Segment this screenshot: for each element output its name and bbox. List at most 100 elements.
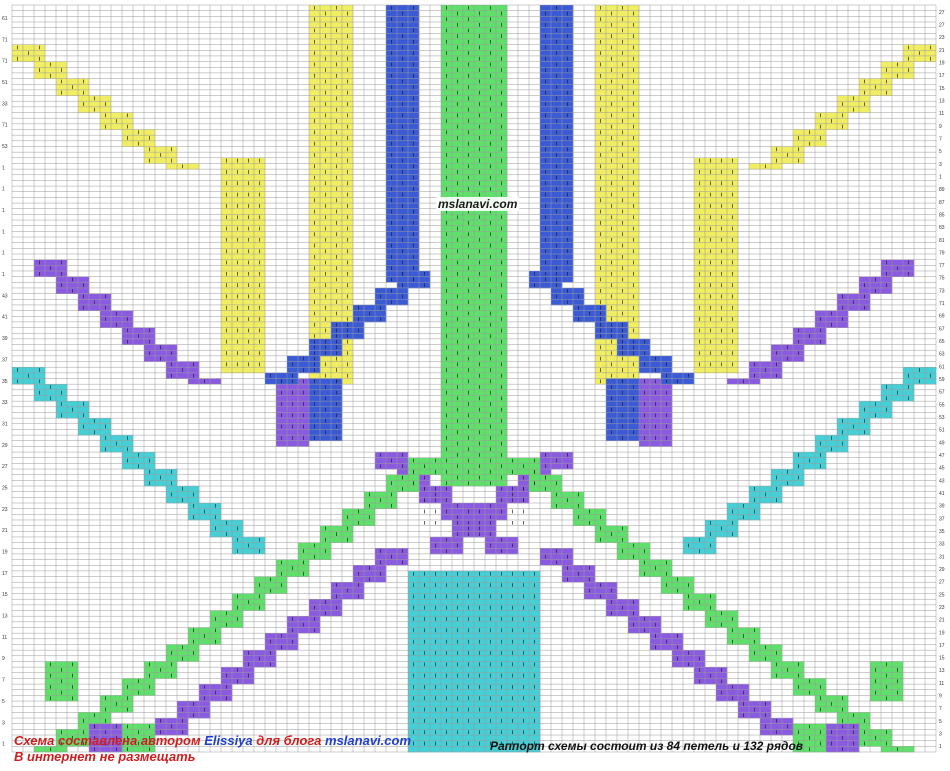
chart-cell-purple	[650, 616, 662, 623]
chart-cell-green	[441, 101, 453, 108]
chart-cell-yellow	[221, 220, 233, 227]
chart-cell-purple	[309, 610, 321, 617]
chart-cell-cyan	[408, 723, 420, 730]
chart-cell-purple	[892, 259, 904, 266]
chart-cell-cyan	[485, 633, 497, 640]
chart-cell-cyan	[408, 587, 420, 594]
chart-cell-yellow	[595, 225, 607, 232]
chart-cell-cyan	[474, 599, 486, 606]
chart-cell-yellow	[23, 55, 35, 62]
chart-cell-cyan	[111, 435, 123, 442]
chart-cell-green	[452, 27, 464, 34]
chart-cell-purple	[56, 265, 68, 272]
chart-cell-purple	[298, 395, 310, 402]
chart-cell-green	[485, 33, 497, 40]
chart-cell-yellow	[628, 355, 640, 362]
chart-cell-yellow	[595, 350, 607, 357]
chart-cell-purple	[276, 395, 288, 402]
chart-cell-cyan	[518, 587, 530, 594]
chart-cell-blue	[364, 316, 376, 323]
chart-cell-yellow	[56, 84, 68, 91]
chart-cell-yellow	[727, 163, 739, 170]
chart-cell-green	[463, 270, 475, 277]
chart-cell-green	[507, 463, 519, 470]
chart-cell-yellow	[705, 254, 717, 260]
chart-cell-blue	[408, 123, 420, 130]
chart-cell-yellow	[606, 276, 618, 283]
chart-cell-yellow	[595, 282, 607, 289]
chart-cell-yellow	[232, 299, 244, 306]
chart-cell-blue	[562, 84, 574, 91]
chart-cell-purple	[276, 429, 288, 436]
chart-cell-blue	[540, 282, 552, 289]
chart-cell-cyan	[518, 644, 530, 651]
chart-cell-yellow	[705, 344, 717, 351]
chart-cell-yellow	[727, 208, 739, 215]
chart-cell-green	[573, 519, 585, 526]
chart-cell-green	[441, 316, 453, 323]
chart-cell-yellow	[606, 50, 618, 57]
chart-cell-green	[496, 401, 508, 408]
chart-cell-purple	[661, 440, 673, 447]
chart-cell-blue	[397, 220, 409, 227]
chart-cell-blue	[309, 429, 321, 436]
chart-cell-blue	[397, 208, 409, 215]
chart-cell-yellow	[221, 163, 233, 170]
chart-cell-cyan	[419, 746, 431, 753]
chart-cell-blue	[617, 429, 629, 436]
chart-cell-blue	[562, 5, 574, 11]
chart-cell-green	[529, 463, 541, 470]
chart-cell-cyan	[892, 395, 904, 402]
chart-cell-green	[452, 480, 464, 487]
chart-cell-yellow	[694, 299, 706, 306]
chart-cell-cyan	[485, 576, 497, 583]
chart-cell-yellow	[309, 157, 321, 164]
chart-cell-blue	[661, 355, 673, 362]
chart-cell-cyan	[782, 474, 794, 481]
chart-cell-blue	[562, 16, 574, 23]
chart-cell-cyan	[463, 712, 475, 719]
chart-cell-cyan	[122, 440, 134, 447]
chart-cell-cyan	[870, 406, 882, 413]
chart-cell-cyan	[199, 514, 211, 521]
chart-cell-purple	[287, 633, 299, 640]
chart-cell-green	[419, 469, 431, 476]
chart-cell-yellow	[859, 84, 871, 91]
chart-cell-cyan	[485, 701, 497, 708]
chart-cell-yellow	[331, 146, 343, 153]
chart-cell-yellow	[606, 242, 618, 249]
chart-cell-cyan	[705, 536, 717, 543]
chart-cell-cyan	[199, 503, 211, 509]
chart-cell-blue	[606, 378, 618, 385]
chart-cell-cyan	[529, 689, 541, 696]
chart-cell-yellow	[870, 89, 882, 96]
chart-cell-blue	[408, 78, 420, 85]
chart-cell-green	[441, 214, 453, 221]
chart-cell-purple	[661, 395, 673, 402]
chart-cell-green	[67, 689, 79, 696]
chart-cell-purple	[540, 559, 552, 566]
chart-cell-green	[452, 106, 464, 113]
chart-cell-yellow	[331, 33, 343, 40]
chart-cell-green	[122, 740, 134, 747]
chart-cell-purple	[837, 310, 849, 317]
chart-cell-yellow	[617, 372, 629, 379]
chart-cell-green	[474, 276, 486, 283]
chart-cell-purple	[177, 712, 189, 719]
chart-cell-yellow	[243, 265, 255, 272]
chart-cell-yellow	[716, 310, 728, 317]
chart-cell-yellow	[133, 135, 145, 142]
chart-cell-blue	[386, 123, 398, 130]
chart-cell-blue	[551, 112, 563, 119]
chart-cell-green	[496, 152, 508, 159]
chart-cell-green	[683, 576, 695, 583]
chart-cell-green	[496, 276, 508, 283]
chart-cell-purple	[650, 627, 662, 634]
chart-cell-blue	[529, 276, 541, 283]
chart-cell-green	[474, 186, 486, 193]
chart-cell-purple	[111, 316, 123, 323]
chart-cell-blue	[397, 231, 409, 238]
chart-cell-green	[287, 559, 299, 566]
chart-cell-yellow	[309, 225, 321, 232]
chart-cell-green	[496, 84, 508, 91]
